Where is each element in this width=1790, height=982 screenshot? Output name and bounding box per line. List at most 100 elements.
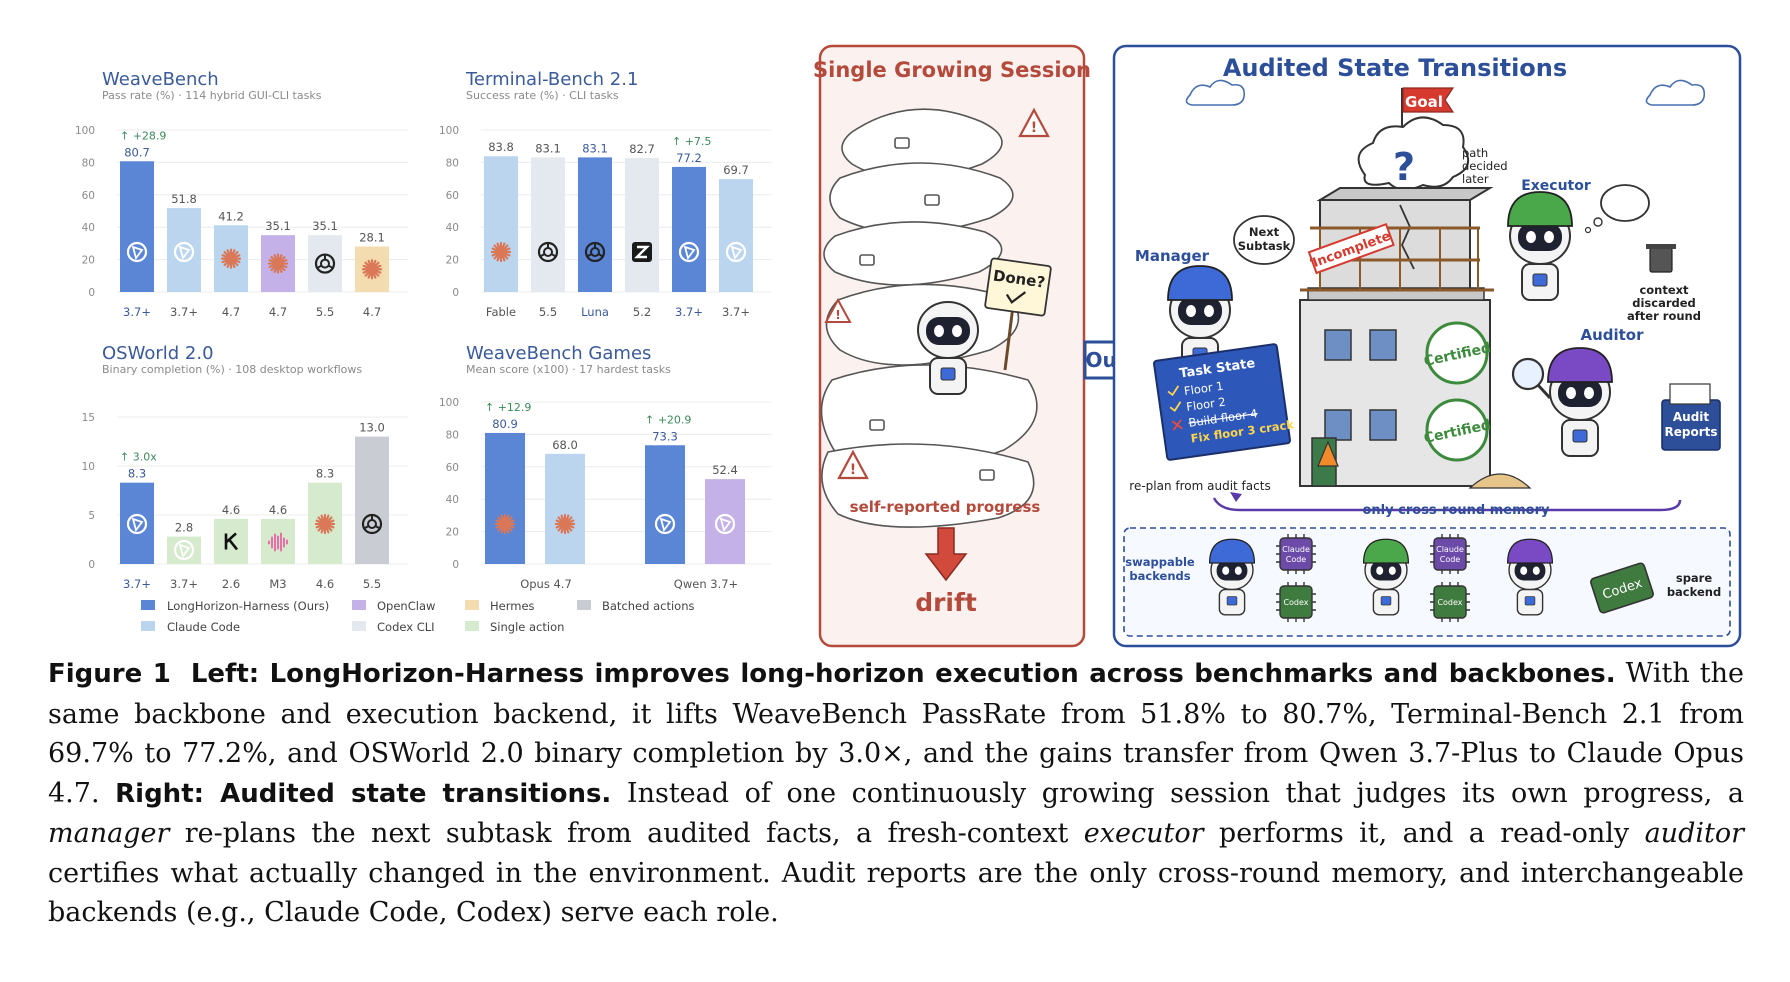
z-icon [630,240,654,264]
value-label: 80.9 [492,417,518,431]
bar [645,445,685,564]
x-tick-label: 3.7+ [170,577,198,591]
y-tick-label: 100 [439,125,459,137]
claude-code-chip-icon [1429,533,1471,575]
legend-item: Codex CLI [352,620,435,634]
chart-title: Terminal-Bench 2.1 [465,69,638,90]
legend-item: Batched actions [577,599,694,613]
y-tick-label: 0 [452,559,459,571]
legend-swatch-batched [577,600,591,610]
warning-icon: ! [837,449,869,480]
task-state-board: Task State Floor 1 Floor 2 Build floor 4… [1153,343,1295,461]
y-tick-label: 40 [446,222,459,234]
drift-label: drift [915,588,977,617]
x-tick-label: 3.7+ [675,305,703,319]
bar [484,156,518,292]
self-reported-progress-label: self-reported progress [850,498,1041,516]
x-tick-label: 4.7 [363,305,381,319]
x-tick-label: 4.7 [222,305,240,319]
traffic-cone-icon [1317,440,1339,467]
bar [578,157,612,292]
claude-icon [314,513,336,535]
claude-icon [267,253,289,274]
bar [308,235,342,292]
goal-flag: Goal [1401,87,1455,142]
chip-label: Codex [1283,598,1308,607]
manager-label: Manager [1135,247,1210,265]
value-label: 83.1 [535,141,561,155]
chip-label: Codex [1437,598,1462,607]
value-label: 51.8 [171,192,197,206]
chart-title: WeaveBench Games [466,343,651,364]
y-tick-label: 20 [82,255,95,267]
claude-icon [220,248,242,269]
legend-swatch-hermes [465,600,479,610]
value-label: 73.3 [652,429,678,443]
check-icon [1167,385,1182,412]
x-tick-label: Opus 4.7 [520,577,572,591]
legend-label: Hermes [490,599,535,613]
x-tick-label: 5.5 [539,305,557,319]
manager-robot-icon [1167,265,1233,375]
bar [120,482,154,564]
manager-term: manager [48,818,170,849]
auditor-robot-icon [1547,347,1613,457]
y-tick-label: 40 [82,222,95,234]
bar [531,157,565,292]
manager-robot-small-icon [1208,538,1256,616]
bar [545,453,585,564]
chart-title: OSWorld 2.0 [102,343,214,364]
value-label: 8.3 [316,467,334,481]
bar [120,161,154,292]
certified-stamp-icon: Certified [1422,398,1492,462]
legend-label: Single action [490,620,564,634]
value-label: 52.4 [712,463,738,477]
x-tick-label: 3.7+ [123,577,151,591]
left-heading: Left: LongHorizon-Harness improves long-… [190,659,1616,689]
figure-label: Figure 1 [48,659,171,689]
gain-annotation: ↑ +20.9 [645,413,691,426]
claude-icon [490,241,512,263]
bars [484,156,753,292]
magnifier-icon [1511,357,1552,400]
task-item: Floor 1 [1183,379,1224,398]
context-note-line: after round [1627,309,1701,323]
value-label: 83.8 [488,140,514,154]
panel-title: Audited State Transitions [1223,54,1567,82]
svg-text:!: ! [835,308,840,322]
legend-label: OpenClaw [377,599,435,613]
legend-swatch-single-action [465,621,479,631]
y-tick-label: 20 [446,527,459,539]
audit-reports-line: Reports [1664,425,1717,439]
legend-item: OpenClaw [352,599,435,613]
legend-swatch-ours [141,600,155,610]
chip-label: Claude [1282,545,1310,554]
audit-reports-box: Audit Reports [1661,383,1721,451]
y-tick-label: 40 [446,494,459,506]
labels: 83.8Fable83.15.583.1Luna82.75.277.23.7+6… [486,135,750,319]
legend-item: Claude Code [141,620,240,634]
y-tick-label: 5 [88,510,95,522]
x-tick-label: 3.7+ [722,305,750,319]
legend-swatch-codex-cli [352,621,366,631]
legend-label: Codex CLI [377,620,435,634]
trash-can-icon [1646,244,1676,273]
next-subtask-bubble: Next Subtask [1233,215,1295,265]
weavebench-games-chart: WeaveBench Games Mean score (x100) · 17 … [439,343,772,591]
x-tick-label: 3.7+ [123,305,151,319]
right-body-text: certifies what actually changed in the e… [48,857,1744,929]
svg-text:!: ! [850,462,856,478]
value-label: 77.2 [676,151,702,165]
legend-item: Single action [465,620,564,634]
down-arrow-icon [924,527,968,582]
left-body: With the same backbone and execution bac… [48,658,1744,809]
right-heading: Right: Audited state transitions. [115,778,612,809]
chart-subtitle: Mean score (x100) · 17 hardest tasks [466,363,671,376]
claude-code-chip-icon [1275,533,1317,575]
cross-icon [1171,419,1183,431]
weavebench-chart: WeaveBench Pass rate (%) · 114 hybrid GU… [75,69,408,319]
y-tick-label: 80 [82,157,95,169]
path-note-line: path [1462,146,1488,160]
